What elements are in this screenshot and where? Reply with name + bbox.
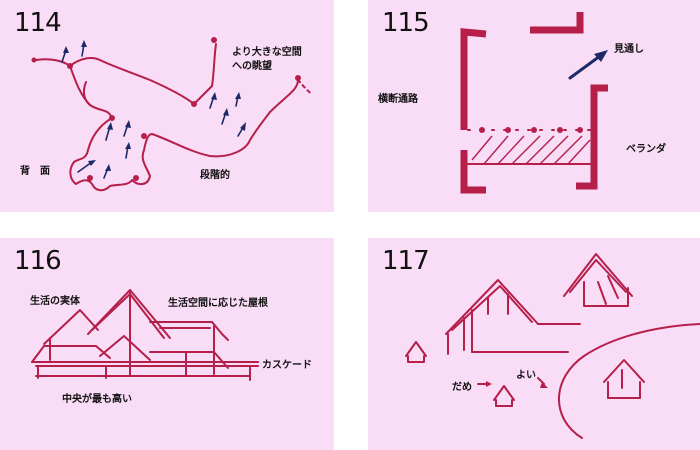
panel-number: 116 <box>14 246 62 276</box>
panel-116: 116 生活の実体 生活空間に応じた屋根 カスケード 中央 <box>0 238 334 450</box>
life-body-label: 生活の実体 <box>30 296 80 307</box>
panel-117: 117 だめ よい <box>368 238 700 450</box>
spatial-plan-diagram <box>31 37 313 192</box>
panel-114: 114 より大きな空間 への眺望 背 面 段階的 <box>0 0 334 212</box>
panel-number: 115 <box>382 8 430 38</box>
building-placement-sketch <box>405 253 700 439</box>
view-label: 見通し <box>614 44 644 55</box>
panel-number: 114 <box>14 8 62 38</box>
cascade-label: カスケード <box>262 360 312 371</box>
panel-115: 115 見通し 横断通路 ベランダ <box>368 0 700 212</box>
stepped-label: 段階的 <box>200 170 230 181</box>
passage-label: 横断通路 <box>378 94 418 105</box>
bad-label: だめ <box>452 382 472 393</box>
center-highest-label: 中央が最も高い <box>62 394 132 405</box>
roof-elevation-sketch <box>31 289 259 381</box>
plan-diagram <box>460 12 608 194</box>
back-label: 背 面 <box>20 166 50 177</box>
panel-number: 117 <box>382 246 430 276</box>
good-label: よい <box>516 370 536 381</box>
roof-label: 生活空間に応じた屋根 <box>168 298 268 309</box>
veranda-label: ベランダ <box>626 144 666 155</box>
view-label: より大きな空間 への眺望 <box>232 47 302 72</box>
